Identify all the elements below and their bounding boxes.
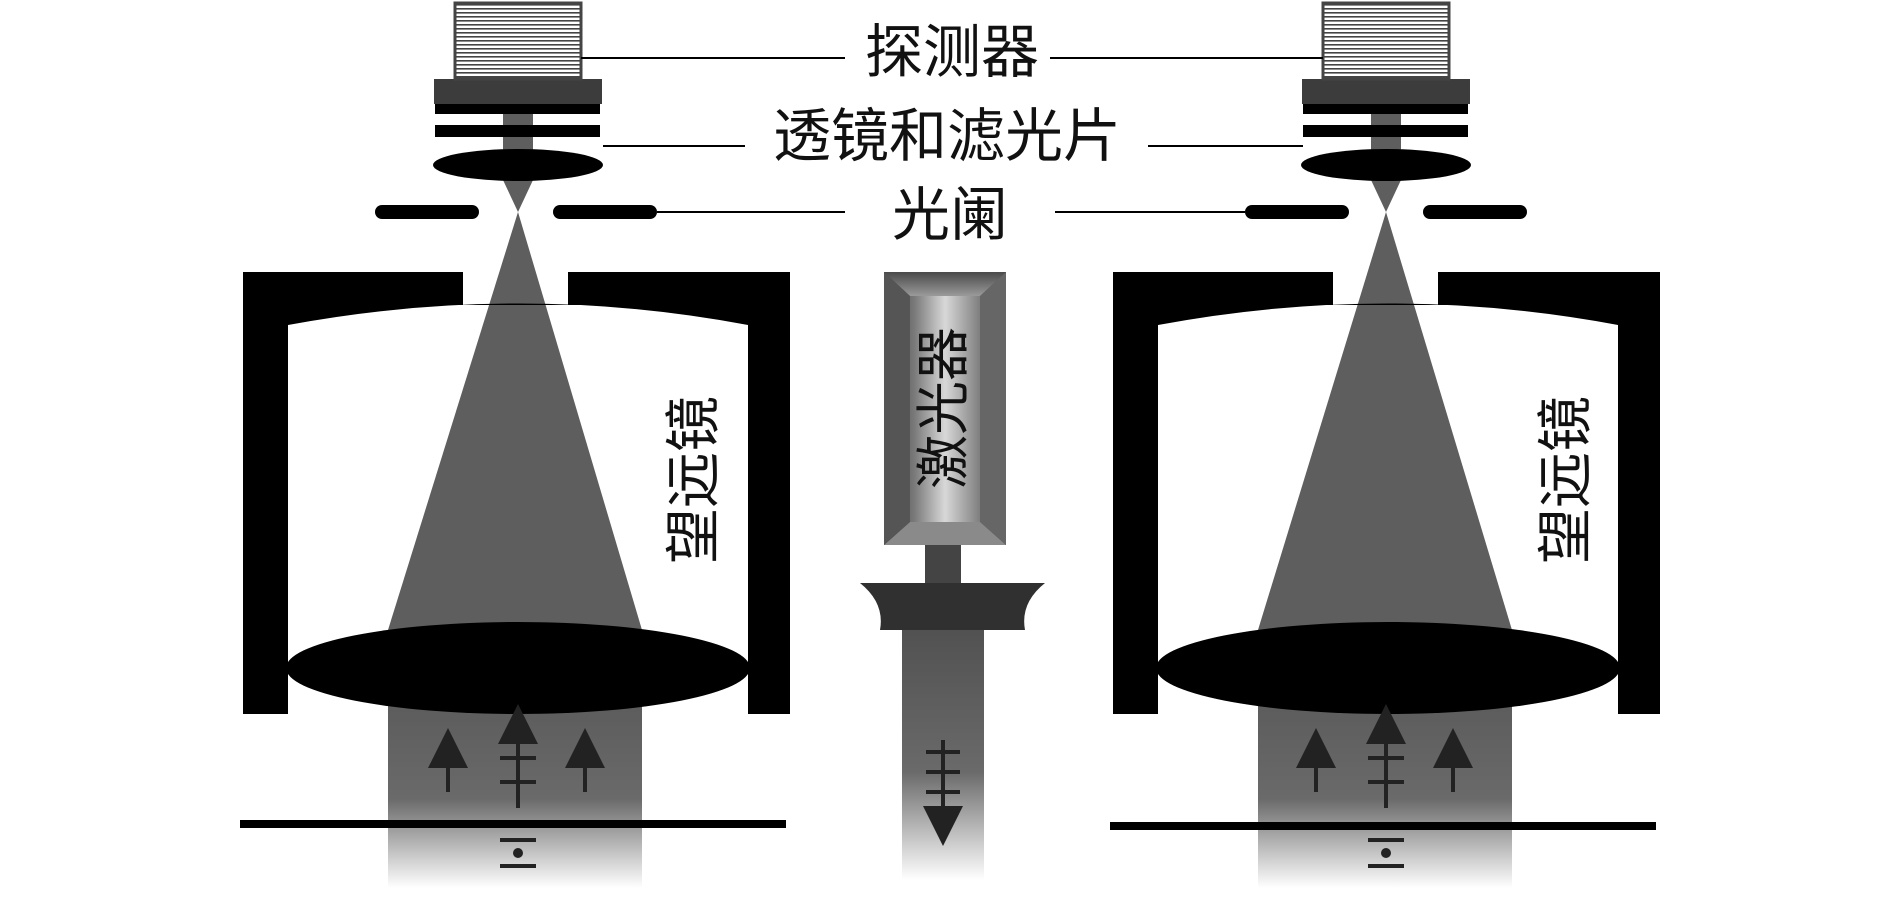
left-receiver <box>240 1 845 888</box>
left-telescope-rim <box>288 303 748 325</box>
right-aperture-left-blade <box>1245 205 1349 219</box>
left-return-arrows <box>428 704 605 808</box>
left-aperture-right-blade <box>553 205 657 219</box>
left-ground-line <box>240 820 786 828</box>
dot-with-bars-icon <box>513 848 523 858</box>
left-return-beam <box>388 690 642 888</box>
right-telescope-housing <box>1113 272 1333 714</box>
right-telescope-housing-right <box>1438 272 1660 714</box>
laser-bevel-bottom <box>884 522 1006 545</box>
aperture-label: 光阑 <box>892 181 1008 249</box>
right-receiver <box>1050 1 1660 888</box>
left-converging-cone <box>388 212 642 630</box>
lens-filter-label: 透镜和滤光片 <box>773 102 1121 170</box>
left-telescope-housing <box>243 272 463 714</box>
right-converging-cone <box>1258 212 1512 630</box>
right-detector-lens <box>1301 149 1471 181</box>
right-return-arrows <box>1296 704 1473 808</box>
right-filter-bottom <box>1303 125 1468 137</box>
right-aperture-right-blade <box>1423 205 1527 219</box>
left-scatter-particle <box>500 838 536 868</box>
left-telescope-housing-right <box>568 272 790 714</box>
left-aperture-left-blade <box>375 205 479 219</box>
right-ground-line <box>1110 822 1656 830</box>
right-detector-mount <box>1302 79 1470 104</box>
left-telescope-label: 望远镜 <box>662 396 727 564</box>
detector-label: 探测器 <box>865 18 1039 86</box>
laser-label: 激光器 <box>912 327 975 489</box>
right-telescope-rim <box>1158 303 1618 325</box>
laser-diverging-lens <box>860 583 1045 630</box>
right-telescope-label: 望远镜 <box>1534 396 1599 564</box>
left-primary-lens <box>286 622 750 714</box>
right-detector <box>1321 1 1451 81</box>
right-primary-lens <box>1156 622 1620 714</box>
left-detector <box>453 1 583 81</box>
laser-transmitter <box>860 272 1045 880</box>
right-scatter-particle <box>1368 838 1404 868</box>
left-detector-lens <box>433 149 603 181</box>
left-filter-top <box>435 104 600 114</box>
right-filter-top <box>1303 104 1468 114</box>
laser-bevel-right <box>980 272 1006 545</box>
laser-bevel-top <box>884 272 1006 296</box>
laser-bevel-left <box>884 272 910 545</box>
left-detector-mount <box>434 79 602 104</box>
laser-polarization-arrow <box>923 740 963 846</box>
dot-with-bars-icon <box>1381 848 1391 858</box>
left-filter-bottom <box>435 125 600 137</box>
